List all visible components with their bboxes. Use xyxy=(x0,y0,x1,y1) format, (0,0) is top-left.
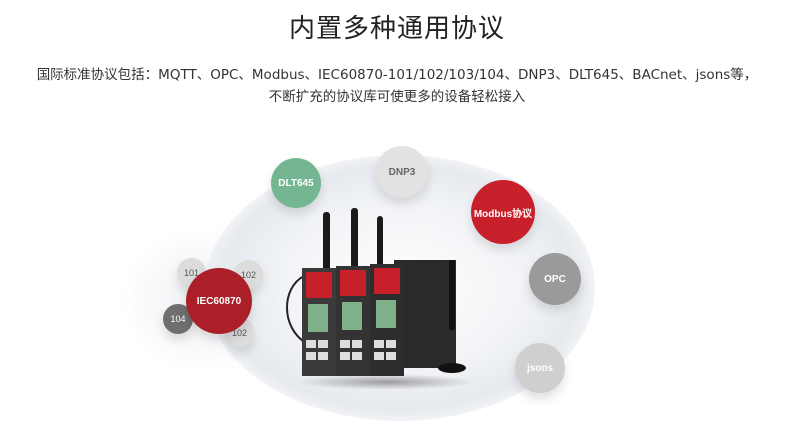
unit-1 xyxy=(302,268,336,376)
magnetic-antenna xyxy=(449,260,455,330)
antenna-2 xyxy=(351,208,358,274)
description-line-2: 不断扩充的协议库可使更多的设备轻松接入 xyxy=(268,89,526,105)
unit-2 xyxy=(336,266,370,376)
protocol-description: 国际标准协议包括：MQTT、OPC、Modbus、IEC60870-101/10… xyxy=(0,64,794,108)
antenna-base xyxy=(438,363,466,373)
bubble-dlt645: DLT645 xyxy=(271,158,321,208)
bubble-iec60870: IEC60870 xyxy=(186,268,252,334)
cable xyxy=(286,275,307,344)
bubble-modbus: Modbus协议 xyxy=(471,180,535,244)
unit-back xyxy=(394,260,456,368)
industrial-router-gateway-image xyxy=(286,208,466,376)
page-title: 内置多种通用协议 xyxy=(288,14,505,44)
bubble-opc: OPC xyxy=(529,253,581,305)
bubble-jsons: jsons xyxy=(515,343,565,393)
description-line-1: 国际标准协议包括：MQTT、OPC、Modbus、IEC60870-101/10… xyxy=(36,67,758,83)
antenna-3 xyxy=(377,216,383,272)
bubble-dnp3: DNP3 xyxy=(376,146,428,198)
device-shadow xyxy=(296,374,476,390)
unit-3 xyxy=(370,264,404,376)
antenna-1 xyxy=(323,212,330,272)
